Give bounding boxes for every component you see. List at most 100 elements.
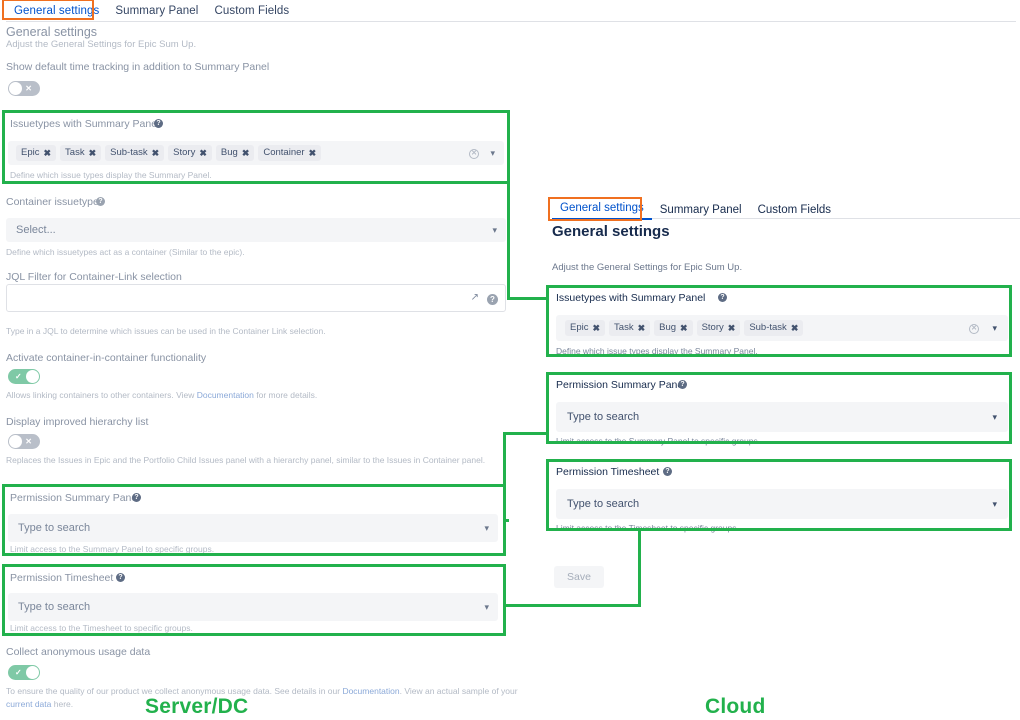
tag-remove-icon[interactable]: ✖ (308, 147, 317, 158)
cloud-permission-summary-select[interactable]: Type to search ▾ (556, 402, 1008, 432)
chevron-down-icon[interactable]: ▾ (492, 224, 497, 235)
tab-custom-fields[interactable]: Custom Fields (757, 204, 832, 216)
tag-epic[interactable]: Epic✖ (565, 320, 606, 336)
tag-sub-task[interactable]: Sub-task✖ (744, 320, 804, 336)
connector-timesheet-horizontal (503, 604, 641, 607)
tag-remove-icon[interactable]: ✖ (592, 322, 601, 333)
jql-filter-input[interactable]: ↗ ? (6, 284, 506, 312)
check-icon: ✓ (15, 668, 22, 677)
cloud-tab-divider (552, 218, 1020, 219)
documentation-link[interactable]: Documentation (196, 390, 254, 400)
clear-icon[interactable]: ✕ (469, 147, 479, 159)
tag-story[interactable]: Story✖ (168, 145, 212, 161)
connector-permsummary-vertical (503, 432, 506, 522)
chevron-down-icon[interactable]: ▾ (992, 498, 997, 509)
cloud-permission-summary-note: Limit access to the Summary Panel to spe… (556, 436, 761, 446)
container-in-container-toggle[interactable]: ✓ (8, 369, 40, 384)
chevron-down-icon[interactable]: ▾ (484, 601, 489, 612)
cloud-permission-summary-label: Permission Summary Panel (556, 379, 686, 391)
tag-remove-icon[interactable]: ✖ (637, 322, 646, 333)
cloud-caption: Cloud (705, 695, 766, 718)
tag-label: Epic (21, 147, 40, 159)
server-issuetypes-note: Define which issue types display the Sum… (10, 170, 212, 180)
tag-label: Bug (220, 147, 238, 159)
chevron-down-icon[interactable]: ▾ (484, 522, 489, 533)
time-tracking-toggle[interactable]: ✕ (8, 81, 40, 96)
help-icon[interactable]: ? (96, 197, 105, 206)
tag-label: Story (701, 322, 724, 334)
cloud-issuetypes-note: Define which issue types display the Sum… (556, 346, 758, 356)
note-text-3: here. (51, 698, 74, 709)
tag-label: Container (263, 147, 305, 159)
usage-data-toggle[interactable]: ✓ (8, 665, 40, 680)
help-icon[interactable]: ? (116, 573, 125, 582)
check-icon: ✓ (15, 372, 22, 381)
tag-label: Epic (570, 322, 589, 334)
chevron-down-icon[interactable]: ▾ (992, 322, 997, 333)
container-issuetypes-placeholder: Select... (16, 224, 56, 236)
tag-label: Sub-task (110, 147, 148, 159)
tag-remove-icon[interactable]: ✖ (727, 322, 736, 333)
hierarchy-list-toggle[interactable]: ✕ (8, 434, 40, 449)
cloud-issuetypes-tag-list: Epic✖ Task✖ Bug✖ Story✖ Sub-task✖ (557, 320, 807, 336)
tag-sub-task[interactable]: Sub-task✖ (105, 145, 165, 161)
documentation-link[interactable]: Documentation (342, 686, 400, 696)
server-dc-panel: General settings Summary Panel Custom Fi… (2, 0, 1016, 709)
tag-remove-icon[interactable]: ✖ (43, 147, 52, 158)
server-page-title: General settings (6, 25, 98, 39)
tag-story[interactable]: Story✖ (696, 320, 741, 336)
note-text-1: To ensure the quality of our product we … (6, 686, 343, 696)
server-permission-timesheet-select[interactable]: Type to search ▾ (8, 593, 498, 621)
tag-remove-icon[interactable]: ✖ (151, 147, 160, 158)
toggle-knob (26, 666, 39, 679)
server-issuetypes-select[interactable]: Epic✖ Task✖ Sub-task✖ Story✖ Bug✖ Contai… (8, 141, 504, 165)
help-icon[interactable]: ? (718, 293, 727, 302)
hierarchy-list-label: Display improved hierarchy list (6, 416, 149, 428)
container-in-container-note: Allows linking containers to other conta… (6, 390, 317, 400)
container-in-container-label: Activate container-in-container function… (6, 352, 207, 364)
container-issuetypes-select[interactable]: Select... ▾ (6, 218, 506, 242)
server-permission-timesheet-placeholder: Type to search (18, 601, 91, 613)
help-icon[interactable]: ? (487, 294, 498, 305)
cloud-issuetypes-select[interactable]: Epic✖ Task✖ Bug✖ Story✖ Sub-task✖ ✕ ▾ (556, 315, 1008, 341)
server-dc-caption: Server/DC (145, 695, 249, 718)
connector-permsummary-stub (503, 519, 509, 522)
tag-epic[interactable]: Epic✖ (16, 145, 57, 161)
connector-issuetypes-vertical (507, 110, 510, 300)
jql-filter-note: Type in a JQL to determine which issues … (6, 326, 326, 336)
tag-remove-icon[interactable]: ✖ (199, 147, 207, 158)
tag-task[interactable]: Task✖ (609, 320, 651, 336)
tag-remove-icon[interactable]: ✖ (241, 147, 250, 158)
clear-icon[interactable]: ✕ (969, 322, 979, 334)
tab-summary-panel[interactable]: Summary Panel (659, 204, 742, 216)
tag-remove-icon[interactable]: ✖ (790, 322, 799, 333)
help-icon[interactable]: ? (663, 467, 672, 476)
help-icon[interactable]: ? (154, 119, 163, 128)
cloud-permission-timesheet-select[interactable]: Type to search ▾ (556, 489, 1008, 519)
connector-issuetypes-horizontal (507, 297, 549, 300)
save-button[interactable]: Save (554, 566, 604, 588)
close-icon: ✕ (25, 437, 32, 446)
chevron-down-icon[interactable]: ▾ (490, 147, 495, 158)
connector-timesheet-vertical (638, 528, 641, 607)
tag-bug[interactable]: Bug✖ (654, 320, 693, 336)
tab-general-settings[interactable]: General settings (552, 201, 652, 220)
help-icon[interactable]: ? (678, 380, 687, 389)
server-permission-summary-select[interactable]: Type to search ▾ (8, 514, 498, 542)
server-page-subtitle: Adjust the General Settings for Epic Sum… (6, 39, 197, 50)
tag-label: Task (65, 147, 85, 159)
chevron-down-icon[interactable]: ▾ (992, 411, 997, 422)
tag-task[interactable]: Task✖ (60, 145, 102, 161)
cloud-issuetypes-label: Issuetypes with Summary Panel (556, 292, 706, 304)
current-data-link[interactable]: current data (6, 698, 52, 709)
help-icon[interactable]: ? (132, 493, 141, 502)
tab-custom-fields[interactable]: Custom Fields (214, 5, 290, 17)
tag-container[interactable]: Container✖ (258, 145, 322, 161)
tab-summary-panel[interactable]: Summary Panel (115, 5, 199, 17)
expand-icon[interactable]: ↗ (470, 292, 479, 303)
tag-remove-icon[interactable]: ✖ (88, 147, 97, 158)
cloud-page-subtitle: Adjust the General Settings for Epic Sum… (552, 262, 743, 273)
tag-remove-icon[interactable]: ✖ (680, 322, 688, 333)
tag-bug[interactable]: Bug✖ (215, 145, 255, 161)
tab-general-settings[interactable]: General settings (14, 5, 100, 17)
